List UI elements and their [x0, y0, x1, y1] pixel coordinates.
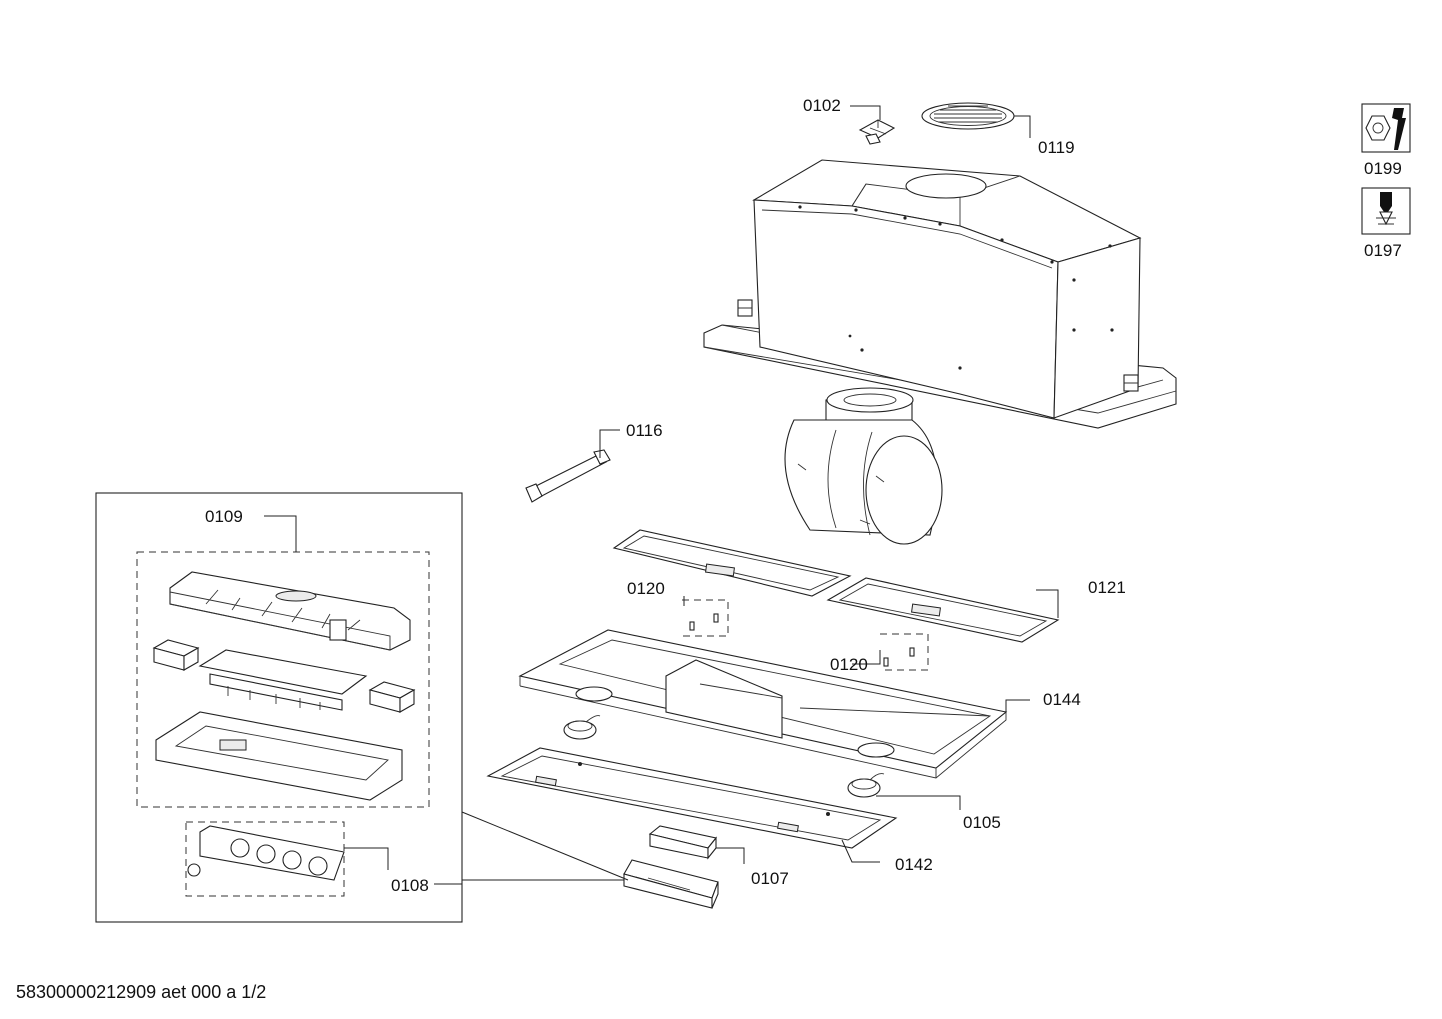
housing-rivets	[798, 205, 1114, 370]
nut-wrench-icon	[1361, 103, 1411, 153]
part-0142-light-frame	[486, 747, 898, 849]
label-0116: 0116	[626, 421, 663, 440]
part-0120-clips-b	[880, 633, 929, 671]
part-0105-lamp-left	[563, 715, 601, 740]
fan-motor-blower	[784, 387, 943, 545]
document-footer: 58300000212909 aet 000 a 1/2	[16, 982, 266, 1002]
control-module-housing	[623, 859, 719, 909]
label-0102: 0102	[803, 96, 841, 115]
label-0199: 0199	[1364, 159, 1402, 178]
hood-housing	[703, 159, 1177, 429]
electronics-box	[95, 492, 463, 923]
part-0102-clip	[858, 119, 896, 145]
part-labels: 0102 0119 0116 0109 0120 0120 0121 0144 …	[16, 96, 1402, 1002]
module-cover-top	[169, 571, 411, 651]
part-0121-filter-right	[826, 577, 1060, 643]
screwdriver-icon	[1361, 187, 1411, 235]
switch-panel-0108	[185, 821, 345, 897]
part-0119-grille	[921, 102, 1015, 130]
module-circuit-board	[198, 649, 368, 711]
module-relay-right	[368, 681, 416, 713]
label-0108: 0108	[391, 876, 429, 895]
part-0116-grip	[525, 449, 611, 503]
part-0107-transformer	[648, 825, 717, 860]
label-0119: 0119	[1038, 138, 1075, 157]
leader-lines	[264, 105, 1059, 885]
label-0197: 0197	[1364, 241, 1402, 260]
label-0109: 0109	[205, 507, 243, 526]
label-0144: 0144	[1043, 690, 1081, 709]
part-0120-clips-a	[682, 599, 729, 637]
module-relay-left	[152, 639, 200, 671]
label-0121: 0121	[1088, 578, 1126, 597]
part-0121-filter-left	[612, 529, 852, 597]
label-0120-b: 0120	[830, 655, 868, 674]
part-0144-frame	[518, 629, 1008, 779]
part-0105-lamp-right	[847, 773, 885, 798]
label-0107: 0107	[751, 869, 789, 888]
label-0120-a: 0120	[627, 579, 665, 598]
label-0105: 0105	[963, 813, 1001, 832]
module-cover-bottom	[155, 711, 403, 801]
label-0142: 0142	[895, 855, 933, 874]
